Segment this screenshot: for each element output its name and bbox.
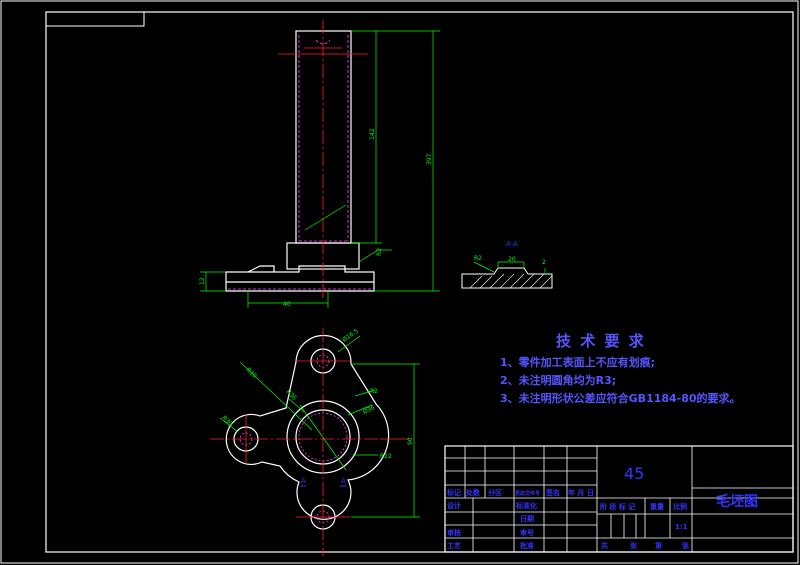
dim-bore: Ø36 <box>362 404 376 416</box>
title-block: 标记 设计 审核 工艺 处数 分区 更改文件号 签名 年 月 日 标准化 日期 … <box>444 445 794 553</box>
section-mark-right: A <box>341 477 346 485</box>
tb-stage-label-0: 阶 段 标 记 <box>600 502 635 511</box>
tb-stage-label-1: 重量 <box>650 502 664 511</box>
front-view: 142 397 40 12 R2 <box>199 20 440 308</box>
top-centerlines <box>210 328 410 556</box>
title-block-grid <box>444 445 794 553</box>
front-dimensions <box>200 30 440 308</box>
section-dim-height: 2 <box>542 259 546 266</box>
dim-r2: R2 <box>370 388 378 395</box>
tb-mid-label-1: 日期 <box>520 514 534 523</box>
front-centerlines <box>278 20 368 300</box>
tb-stage-label-2: 比例 <box>673 502 687 511</box>
shaft-hidden-lines <box>228 35 372 290</box>
dim-base-width: 40 <box>283 301 291 308</box>
tb-drawing-name: 毛坯图 <box>716 493 758 510</box>
dim-fillet-r: R2 <box>376 248 383 256</box>
tb-col-label-1: 分区 <box>488 488 502 497</box>
top-view: Ø16.5 R10 R36 R2 Ø36 R22 R30 90 A A <box>210 327 420 556</box>
top-dimensions <box>219 335 420 518</box>
section-mark-left: A <box>301 477 306 485</box>
tb-row-label-1: 设计 <box>447 501 461 510</box>
dim-r22: R22 <box>380 453 392 460</box>
tb-material: 45 <box>624 464 644 483</box>
note-1: 1、零件加工表面上不应有划痕; <box>500 355 655 369</box>
section-dim-radius: R2 <box>474 255 482 262</box>
section-dim-width: 20 <box>508 256 516 263</box>
section-dims <box>473 261 546 274</box>
section-hatch <box>469 273 553 289</box>
section-title: A-A <box>506 240 518 248</box>
technical-notes: 技 术 要 求 1、零件加工表面上不应有划痕; 2、未注明圆角均为R3; 3、未… <box>500 332 741 405</box>
dim-total-height: 397 <box>426 153 433 165</box>
tb-col-label-4: 年 月 日 <box>568 488 594 497</box>
dim-height-90: 90 <box>407 437 414 445</box>
tb-mid-label-0: 标准化 <box>515 501 537 510</box>
note-2: 2、未注明圆角均为R3; <box>500 373 616 387</box>
tb-col-label-3: 签名 <box>545 488 560 497</box>
dim-shaft-length: 142 <box>369 128 376 140</box>
tb-scale: 1:1 <box>675 523 688 531</box>
tb-mid-label-3: 批准 <box>520 541 534 550</box>
title-block-labels: 标记 设计 审核 工艺 处数 分区 更改文件号 签名 年 月 日 标准化 日期 … <box>446 488 690 550</box>
tb-mid-label-2: 审号 <box>520 528 534 537</box>
section-view-aa: A-A 20 R2 2 <box>461 240 553 289</box>
tb-bottom-label-3: 张 <box>682 541 690 550</box>
tb-bottom-label-0: 共 <box>601 541 608 550</box>
tb-bottom-label-1: 张 <box>630 541 638 550</box>
tb-bottom-label-2: 第 <box>655 541 662 550</box>
tb-col-label-2: 更改文件号 <box>515 490 540 497</box>
note-3: 3、未注明形状公差应符合GB1184-80的要求。 <box>500 391 741 405</box>
tb-row-label-0: 标记 <box>446 488 461 497</box>
dim-flange-thk: 12 <box>199 277 206 285</box>
section-outline <box>461 267 553 289</box>
tb-row-label-2: 审核 <box>447 528 461 537</box>
notes-title: 技 术 要 求 <box>556 332 646 350</box>
tb-col-label-0: 处数 <box>465 488 481 497</box>
tb-row-label-3: 工艺 <box>447 541 461 550</box>
